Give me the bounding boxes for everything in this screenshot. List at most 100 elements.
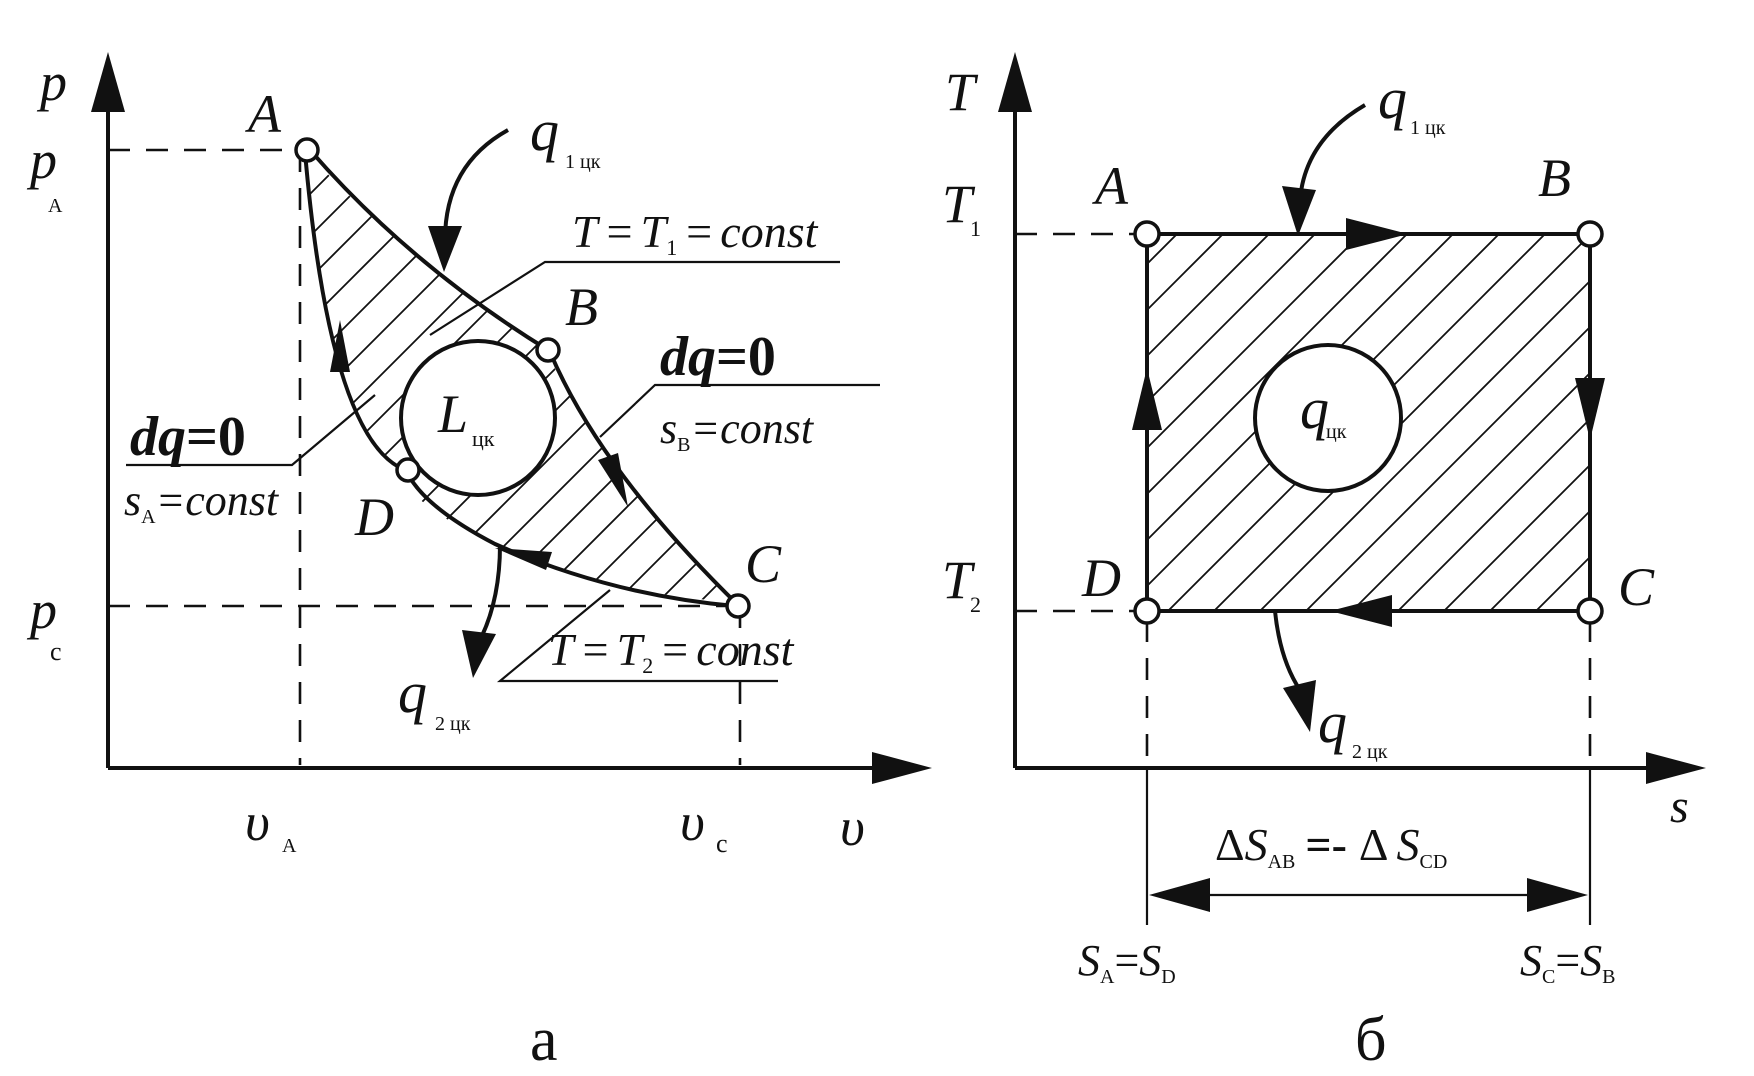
- ts-node-A: [1133, 220, 1161, 248]
- pv-label-D: D: [354, 487, 394, 547]
- ts-heat-sub: цк: [1326, 421, 1347, 443]
- ts-T1-label: T: [942, 174, 976, 234]
- hatch-line: [0, 140, 280, 620]
- ts-diagram: T s T 1 T 2 A B C D q цк q 1 цк q 2 цк Δ…: [942, 52, 1706, 1074]
- ts-caption: б: [1355, 1006, 1387, 1074]
- pv-isotherm-2-label: T=T2=const: [548, 624, 795, 678]
- ts-dim-arrow-left: [1149, 878, 1210, 912]
- hatch-line: [1350, 371, 1590, 611]
- hatch-line: [1396, 417, 1590, 611]
- ts-label-C: C: [1618, 557, 1655, 617]
- pv-adiabat-right-label: dq=0: [660, 326, 776, 388]
- pv-q2-arrowhead: [462, 630, 496, 678]
- hatch-line: [513, 150, 735, 602]
- pv-leader-ad-left: [126, 394, 376, 467]
- pv-axis-v-label: υ: [840, 797, 865, 857]
- pv-q2-label: q: [398, 660, 427, 725]
- pv-arrow-CD: [495, 548, 552, 570]
- pv-node-A: [294, 137, 320, 163]
- pv-pA-sub: A: [48, 195, 63, 217]
- ts-sC-sB-label: SC=SB: [1520, 936, 1616, 988]
- pv-arrow-DA: [330, 320, 350, 372]
- hatch-line: [305, 150, 407, 602]
- hatch-line: [1147, 234, 1363, 450]
- pv-isotherm-1-label: T=T1=const: [572, 206, 819, 260]
- pv-adiabat-left-entropy: sA=const: [124, 476, 280, 528]
- ts-T2-label: T: [942, 550, 976, 610]
- pv-node-B: [535, 337, 561, 363]
- pv-adiabat-BC: [548, 351, 740, 607]
- ts-q1-sub: 1 цк: [1410, 117, 1446, 139]
- ts-heat-label: q: [1300, 376, 1329, 441]
- ts-node-D: [1133, 597, 1161, 625]
- hatch-line: [1258, 279, 1590, 611]
- ts-label-D: D: [1081, 548, 1121, 608]
- pv-q1-sub: 1 цк: [565, 151, 601, 173]
- ts-T1-sub: 1: [970, 216, 981, 241]
- hatch-line: [1147, 234, 1225, 312]
- ts-q1-arrowhead: [1282, 186, 1316, 236]
- pv-q1-label: q: [530, 98, 559, 163]
- pv-q1-arrowhead: [428, 226, 462, 272]
- hatch-line: [1488, 509, 1590, 611]
- pv-work-label: L: [437, 384, 468, 444]
- ts-dim-arrow-right: [1527, 878, 1588, 912]
- pv-leader-iso2: [496, 589, 778, 683]
- pv-vA-label: υ: [245, 792, 270, 852]
- ts-arrow-BC: [1575, 378, 1605, 440]
- pv-q2-arrow-line: [478, 544, 502, 641]
- ts-arrow-DA: [1132, 368, 1162, 430]
- pv-label-B: B: [565, 277, 598, 337]
- pv-vC-label: υ: [680, 792, 705, 852]
- ts-q2-label: q: [1318, 690, 1347, 755]
- ts-T-axis-arrowhead: [998, 52, 1032, 112]
- pv-hatched-area: [0, 140, 735, 620]
- ts-q2-arrowhead: [1283, 680, 1316, 732]
- ts-arrow-AB: [1346, 218, 1408, 250]
- pv-node-C: [725, 593, 751, 619]
- hatch-line: [1147, 234, 1409, 496]
- pv-vC-sub: c: [716, 829, 728, 858]
- ts-heat-circle: [1253, 343, 1403, 493]
- pv-q2-sub: 2 цк: [435, 713, 471, 735]
- hatch-line: [1147, 234, 1271, 358]
- pv-leader-ad-right: [599, 383, 880, 438]
- ts-node-C: [1576, 597, 1604, 625]
- hatch-line: [305, 150, 449, 602]
- pv-vA-sub: A: [282, 835, 297, 857]
- ts-label-B: B: [1538, 148, 1571, 208]
- ts-hatched-area: [1147, 234, 1590, 611]
- ts-arrow-CD: [1330, 595, 1392, 627]
- pv-pC-label: p: [26, 580, 57, 640]
- pv-adiabat-DA: [303, 151, 406, 472]
- pv-leader-iso1: [429, 260, 840, 336]
- pv-work-circle: [399, 339, 557, 497]
- ts-q1-label: q: [1378, 66, 1407, 131]
- hatch-line: [1147, 234, 1317, 404]
- pv-pC-sub: c: [50, 637, 62, 666]
- pv-adiabat-left-label: dq=0: [130, 406, 246, 468]
- pv-label-C: C: [745, 534, 782, 594]
- ts-q2-sub: 2 цк: [1352, 741, 1388, 763]
- pv-arrow-BC: [598, 453, 628, 507]
- pv-caption: а: [530, 1006, 558, 1074]
- ts-q1-arrow-line: [1298, 103, 1367, 201]
- ts-node-B: [1576, 220, 1604, 248]
- ts-q2-arrow-line: [1273, 610, 1302, 692]
- pv-label-A: A: [245, 84, 282, 144]
- pv-p-axis-arrowhead: [91, 52, 125, 112]
- pv-pA-label: p: [26, 130, 57, 190]
- pv-q1-arrow-line: [443, 128, 509, 241]
- pv-adiabat-right-entropy: sB=const: [660, 404, 815, 456]
- pv-v-axis-arrowhead: [872, 752, 932, 784]
- pv-node-D: [395, 457, 421, 483]
- ts-s-axis-arrowhead: [1646, 752, 1706, 784]
- hatch-line: [555, 150, 735, 602]
- hatch-line: [1304, 325, 1590, 611]
- pv-diagram: p υ p A p c υ A υ c A B C D L цк q 1 цк …: [0, 52, 932, 1074]
- pv-work-sub: цк: [472, 426, 495, 451]
- pv-isotherm-AB: [308, 148, 550, 352]
- hatch-line: [1580, 601, 1590, 611]
- ts-sA-sD-label: SA=SD: [1078, 936, 1176, 988]
